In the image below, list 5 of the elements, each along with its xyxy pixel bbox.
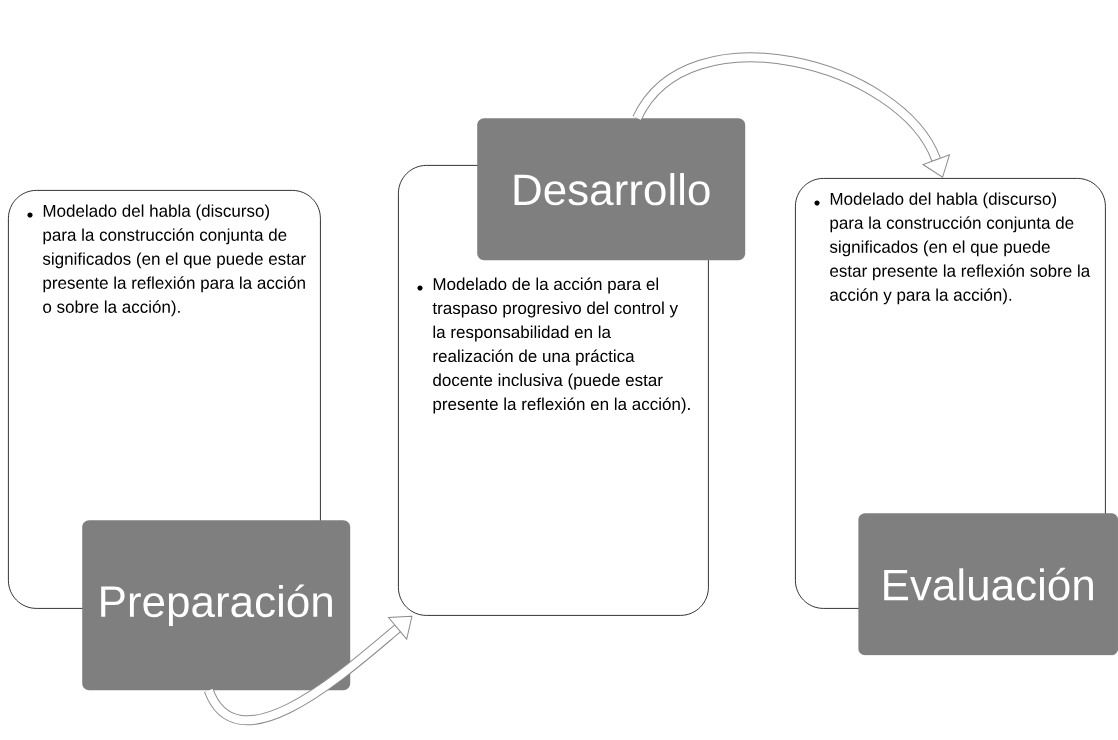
- stage-title-box: Desarrollo: [477, 118, 746, 261]
- stage-title-box: Preparación: [82, 520, 351, 691]
- curved-arrow: [204, 615, 413, 726]
- curved-arrow: [632, 52, 950, 178]
- stage-title-box: Evaluación: [858, 513, 1118, 656]
